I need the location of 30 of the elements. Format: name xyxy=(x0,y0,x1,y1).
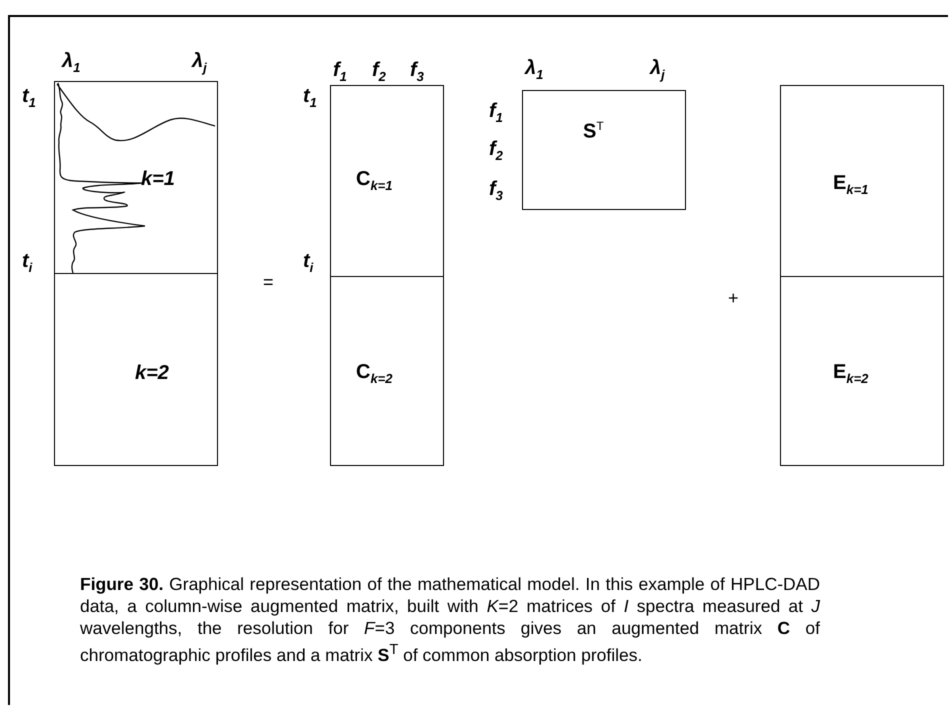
data-matrix-box xyxy=(54,273,218,466)
axis-index-label: t$_{1}$ xyxy=(22,85,36,110)
matrix-label: E$_{k=2}$ xyxy=(833,361,868,386)
matrix-label: k=2 xyxy=(135,362,169,385)
axis-index-label: f$_{2}$ xyxy=(372,59,386,84)
matrix-label: k=1 xyxy=(141,168,175,191)
axis-index-label: f$_{3}$ xyxy=(410,59,424,84)
plus-sign: + xyxy=(728,288,739,309)
axis-index-label: t$_{i}$ xyxy=(22,250,32,275)
axis-index-label: λ$_{j}$ xyxy=(192,50,207,75)
spectra-matrix-box xyxy=(522,90,686,210)
concentration-matrix-box xyxy=(330,276,444,466)
axis-index-label: λ$_{1}$ xyxy=(525,57,544,82)
axis-index-label: f$_{2}$ xyxy=(489,138,503,163)
matrix-label: S$^{T}$ xyxy=(583,119,604,144)
equals-sign: = xyxy=(263,272,274,293)
axis-index-label: λ$_{j}$ xyxy=(650,57,665,82)
residual-matrix-box xyxy=(780,85,944,277)
axis-index-label: λ$_{1}$ xyxy=(62,50,80,75)
matrix-label: C$_{k=1}$ xyxy=(356,168,393,193)
axis-index-label: f$_{3}$ xyxy=(489,178,503,203)
axis-index-label: t$_{1}$ xyxy=(303,85,317,110)
axis-index-label: t$_{i}$ xyxy=(303,250,314,275)
axis-index-label: f$_{1}$ xyxy=(333,59,347,84)
matrix-label: E$_{k=1}$ xyxy=(833,172,868,197)
figure-caption: Figure 30. Graphical representation of the mathematical model. In this example of HPLC-DAD data, a column-wise augmented matrix, built with K=2 matrices of I spectra measured at J wavelengths, the resolution for F=3 components gives an augmented matrix C of chromatographic profiles and a matrix S$^{T}$ of common absorption profiles. xyxy=(80,573,820,666)
residual-matrix-box xyxy=(780,276,944,466)
concentration-matrix-box xyxy=(330,85,444,277)
axis-index-label: f$_{1}$ xyxy=(489,100,503,125)
matrix-label: C$_{k=2}$ xyxy=(356,361,393,386)
